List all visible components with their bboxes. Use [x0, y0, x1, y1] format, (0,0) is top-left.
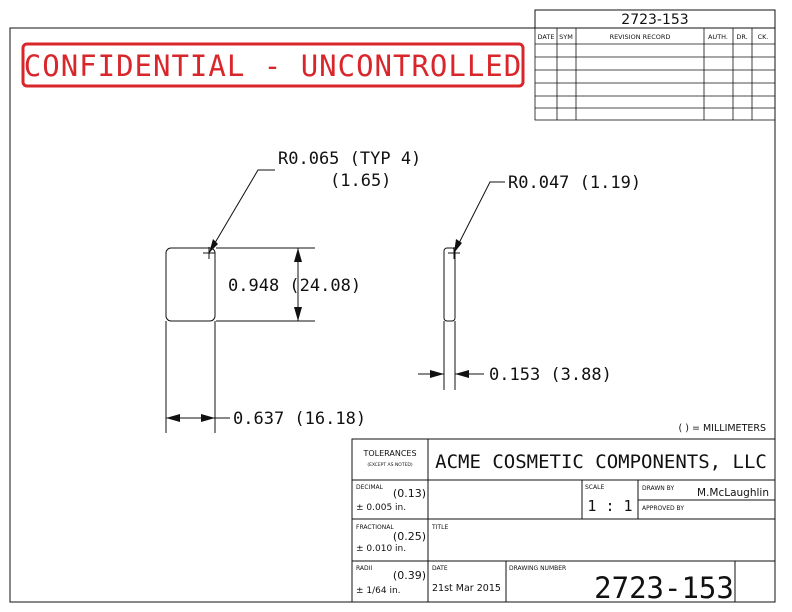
radii-value: ± 1/64 in. — [356, 586, 401, 596]
rev-header-dr: DR. — [736, 33, 747, 41]
drawing-number: 2723-153 — [594, 571, 734, 605]
radius-small-label: R0.047 (1.19) — [508, 173, 641, 193]
radii-label: RADII — [356, 565, 372, 572]
drawn-by-value: M.McLaughlin — [697, 487, 769, 499]
side-view — [418, 181, 505, 390]
fractional-value: ± 0.010 in. — [356, 544, 406, 554]
company-name: ACME COSMETIC COMPONENTS, LLC — [435, 451, 767, 473]
fractional-mm: (0.25) — [393, 530, 426, 543]
front-view-arrows — [166, 239, 302, 422]
thickness-dimension-label: 0.153 (3.88) — [489, 365, 612, 385]
scale-value: 1 : 1 — [587, 497, 632, 515]
tolerances-subtitle: (EXCEPT AS NOTED) — [367, 462, 413, 468]
radii-mm: (0.39) — [393, 569, 426, 582]
confidential-stamp-text: CONFIDENTIAL - UNCONTROLLED — [24, 49, 522, 83]
scale-label: SCALE — [585, 484, 604, 491]
units-note: ( ) = MILLIMETERS — [679, 423, 766, 434]
decimal-mm: (0.13) — [393, 487, 426, 500]
decimal-label: DECIMAL — [356, 484, 384, 491]
revision-table — [534, 27, 776, 121]
front-view — [165, 169, 315, 433]
title-label: TITLE — [431, 524, 448, 531]
height-dimension-label: 0.948 (24.08) — [228, 276, 361, 296]
rev-header-record: REVISION RECORD — [610, 33, 671, 41]
rev-header-sym: SYM — [559, 33, 573, 41]
rev-header-auth: AUTH. — [708, 33, 728, 41]
drawing-number-label: DRAWING NUMBER — [509, 565, 566, 572]
width-dimension-label: 0.637 (16.18) — [233, 409, 366, 429]
rev-header-ck: CK. — [758, 33, 769, 41]
title-block — [351, 438, 776, 603]
side-view-arrows — [430, 239, 469, 378]
date-label: DATE — [432, 565, 448, 572]
top-number-box: 2723-153 — [534, 9, 776, 29]
date-value: 21st Mar 2015 — [432, 583, 501, 594]
decimal-value: ± 0.005 in. — [356, 503, 406, 513]
sheet-border — [9, 27, 776, 603]
rev-header-date: DATE — [538, 33, 555, 41]
radius-main-label: R0.065 (TYP 4) — [278, 149, 421, 169]
fractional-label: FRACTIONAL — [356, 524, 394, 531]
approved-by-label: APPROVED BY — [642, 505, 684, 512]
drawn-by-label: DRAWN BY — [642, 485, 674, 492]
top-drawing-number: 2723-153 — [621, 12, 688, 28]
confidential-stamp: CONFIDENTIAL - UNCONTROLLED — [21, 42, 525, 88]
radius-main-mm-label: (1.65) — [330, 171, 391, 191]
tolerances-title: TOLERANCES — [362, 449, 416, 458]
